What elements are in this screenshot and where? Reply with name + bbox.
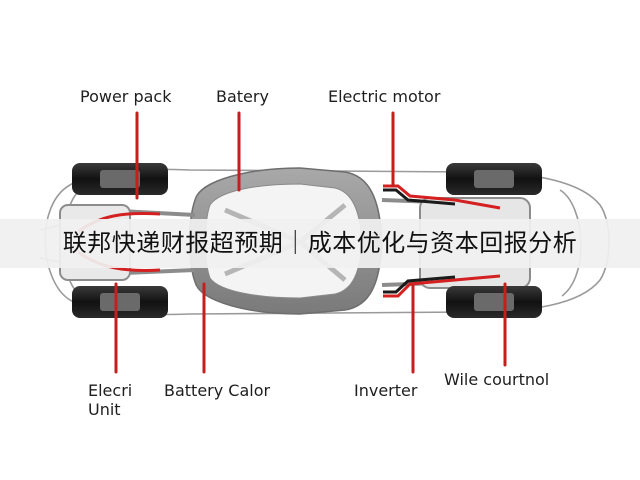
label-battery-calor: Battery Calor xyxy=(164,381,271,400)
rear-left-wheel xyxy=(446,163,542,195)
banner-title: 联邦快递财报超预期｜成本优化与资本回报分析 xyxy=(62,229,578,257)
label-elecri-unit-line1: Elecri xyxy=(88,381,133,400)
label-power-pack: Power pack xyxy=(80,87,172,106)
label-electric-motor: Electric motor xyxy=(328,87,441,106)
front-left-wheel xyxy=(72,163,168,195)
label-wile-courtnol: Wile courtnol xyxy=(444,370,550,389)
rear-right-wheel xyxy=(446,286,542,318)
title-banner: 联邦快递财报超预期｜成本优化与资本回报分析 xyxy=(0,219,640,268)
label-elecri-unit-line2: Unit xyxy=(88,400,121,419)
callout-lines xyxy=(114,111,507,374)
label-inverter: Inverter xyxy=(354,381,418,400)
label-batery: Batery xyxy=(216,87,269,106)
front-right-wheel xyxy=(72,286,168,318)
